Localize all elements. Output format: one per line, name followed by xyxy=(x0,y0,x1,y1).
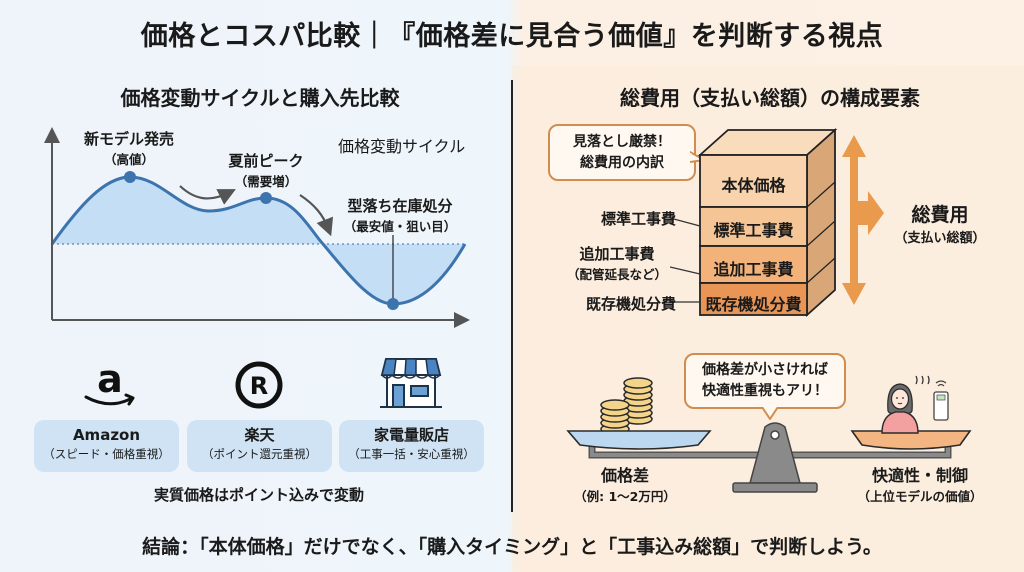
cost-stack-diagram xyxy=(697,127,838,318)
effective-price-note: 実質価格はポイント込みで変動 xyxy=(153,486,364,504)
total-cost-label: 総費用 （支払い総額） xyxy=(894,204,986,246)
arrow-to-peak-icon xyxy=(179,185,236,205)
stack-block-additional-install: 追加工事費 xyxy=(713,260,794,279)
side-label-disposal: 既存機処分費 xyxy=(585,295,676,313)
conclusion-text: 結論：「本体価格」だけでなく、「購入タイミング」と「工事込み総額」で判断しよう。 xyxy=(142,536,882,558)
chart-point-summer-peak: 夏前ピーク （需要増） xyxy=(228,152,304,189)
stack-block-body-price: 本体価格 xyxy=(721,176,786,195)
page-title: 価格とコスパ比較｜『価格差に見合う価値』を判断する視点 xyxy=(140,21,884,52)
stack-block-standard-install: 標準工事費 xyxy=(713,221,794,240)
point-new-model xyxy=(124,171,136,183)
left-panel-title: 価格変動サイクルと購入先比較 xyxy=(120,86,400,110)
side-label-additional-install: 追加工事費 （配管延長など） xyxy=(566,245,667,282)
callout-bubble: 見落とし厳禁！ 総費用の内訳 xyxy=(548,124,696,181)
panel-divider xyxy=(511,80,513,512)
point-summer-peak xyxy=(260,192,272,204)
price-cycle-chart xyxy=(44,127,470,328)
amazon-logo-icon: a xyxy=(84,360,135,406)
total-cost-arrow-icon xyxy=(842,135,884,305)
right-panel-title: 総費用（支払い総額）の構成要素 xyxy=(620,86,920,110)
store-card-amazon: Amazon （スピード・価格重視） xyxy=(34,420,179,472)
point-clearance xyxy=(387,298,399,310)
stack-block-disposal: 既存機処分費 xyxy=(705,295,802,314)
remote-control-icon xyxy=(933,380,949,421)
balance-right-label: 快適性・制御 （上位モデルの価値） xyxy=(857,466,983,504)
chart-point-new-model: 新モデル発売 （高値） xyxy=(83,130,174,167)
rakuten-logo-icon: R xyxy=(235,361,283,409)
leader-lines xyxy=(670,217,701,303)
chart-point-clearance: 型落ち在庫処分 （最安値・狙い目） xyxy=(343,197,457,234)
air-conditioner-icon xyxy=(915,375,930,385)
svg-text:R: R xyxy=(250,372,268,400)
bubble-tail-icon xyxy=(761,407,779,420)
store-card-electronics-store: 家電量販店 （工事一括・安心重視） xyxy=(339,420,484,472)
svg-text:a: a xyxy=(97,360,123,401)
storefront-icon xyxy=(380,358,442,408)
balance-scale-illustration xyxy=(566,375,972,493)
chart-area-upper xyxy=(52,177,323,244)
side-label-standard-install: 標準工事費 xyxy=(600,210,676,228)
chart-cycle-label: 価格変動サイクル xyxy=(338,137,466,156)
store-card-rakuten: 楽天 （ポイント還元重視） xyxy=(187,420,332,472)
person-icon xyxy=(881,383,919,434)
arrow-to-clearance-icon xyxy=(299,194,334,237)
coin-stack-icon xyxy=(600,377,653,435)
balance-left-label: 価格差 （例: 1〜2万円） xyxy=(574,466,676,504)
